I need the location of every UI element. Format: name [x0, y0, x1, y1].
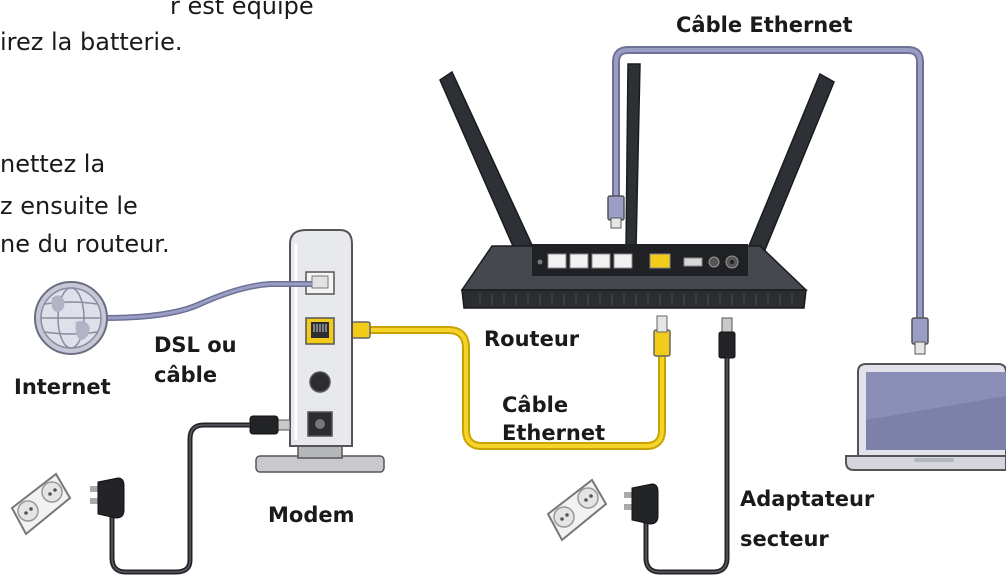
intro-line-3: nettez la	[0, 150, 105, 178]
label-router: Routeur	[484, 327, 580, 351]
label-dsl-line-2: câble	[154, 363, 217, 387]
label-internet: Internet	[14, 375, 111, 399]
power-outlet-icon	[546, 478, 608, 542]
router-power-cable	[643, 317, 736, 575]
rj45-plug-icon	[653, 329, 671, 357]
label-modem: Modem	[268, 503, 354, 527]
rj45-plug-icon	[607, 195, 625, 221]
globe-icon	[34, 281, 108, 355]
rj45-plug-icon	[911, 317, 929, 345]
laptop-icon	[845, 363, 1006, 471]
intro-line-4: z ensuite le	[0, 192, 138, 220]
power-adapter-icon	[90, 477, 125, 519]
label-dsl-line-1: DSL ou	[154, 333, 237, 357]
dsl-cable	[103, 281, 312, 321]
modem-power-cable	[109, 415, 291, 575]
power-adapter-icon	[624, 483, 659, 525]
label-top-ethernet-cable: Câble Ethernet	[676, 13, 853, 37]
intro-line-1: r est équipé	[170, 0, 314, 20]
intro-line-2: irez la batterie.	[0, 28, 182, 56]
router-icon	[439, 63, 835, 309]
power-outlet-icon	[10, 472, 72, 536]
intro-line-5: ne du routeur.	[0, 230, 170, 258]
intro-text: r est équipé irez la batterie. nettez la…	[0, 0, 314, 258]
label-yellow-cable-line-2: Ethernet	[502, 421, 605, 445]
label-adapter-line-1: Adaptateur	[740, 487, 875, 511]
modem-icon	[255, 229, 385, 473]
purple-ethernet-cable	[607, 46, 929, 355]
label-adapter-line-2: secteur	[740, 527, 829, 551]
label-yellow-cable-line-1: Câble	[502, 393, 568, 417]
